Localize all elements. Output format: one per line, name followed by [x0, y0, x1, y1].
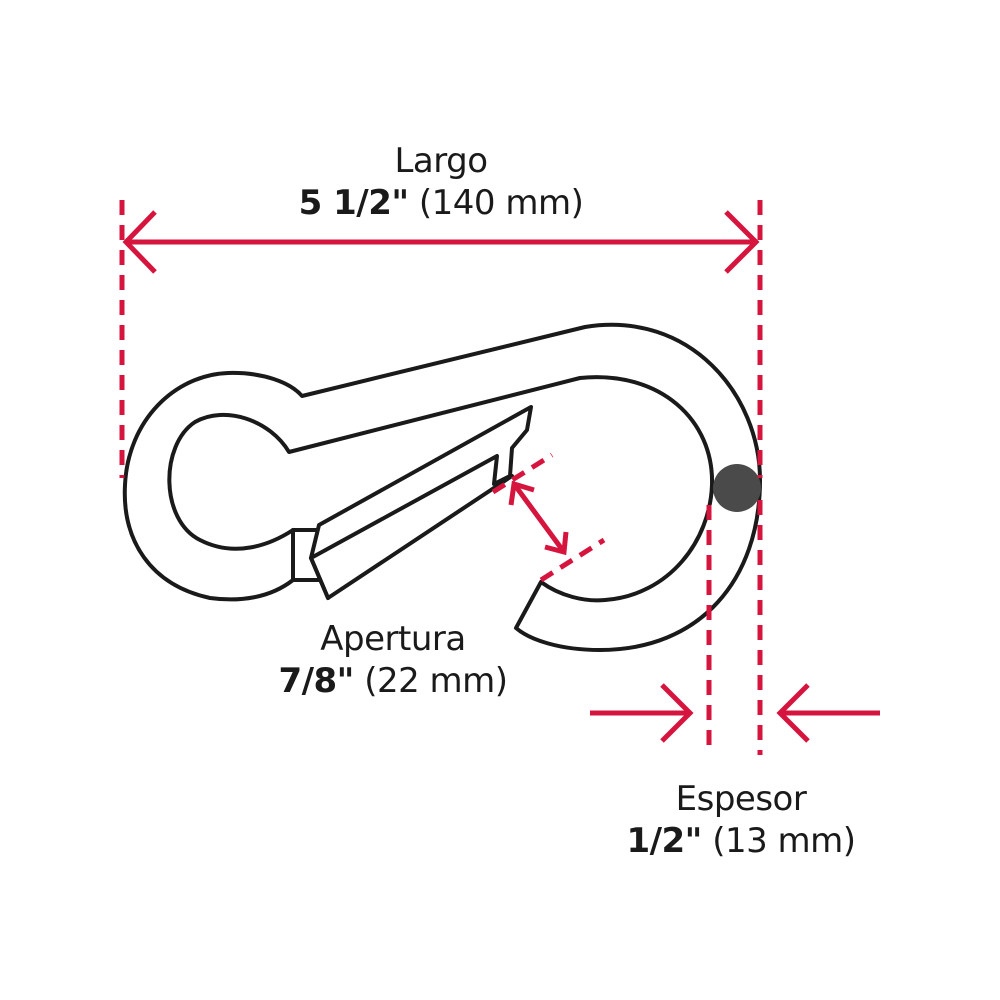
apertura-lower-extension-line — [539, 537, 606, 583]
apertura-upper-arrowhead — [508, 480, 535, 506]
apertura-value: 7/8" (22 mm) — [278, 660, 508, 702]
largo-value: 5 1/2" (140 mm) — [299, 182, 584, 224]
snap-hook-body — [122, 322, 762, 652]
hook-outline — [122, 322, 762, 652]
largo-left-arrowhead — [122, 210, 157, 274]
largo-imperial: 5 1/2" — [298, 183, 409, 223]
largo-metric: (140 mm) — [418, 183, 584, 223]
espesor-value: 1/2" (13 mm) — [626, 820, 856, 862]
espesor-right-arrowhead — [776, 683, 810, 743]
apertura-upper-extension-line — [491, 452, 554, 495]
apertura-metric: (22 mm) — [364, 661, 508, 701]
apertura-dimension — [491, 452, 606, 583]
espesor-name: Espesor — [675, 779, 807, 819]
apertura-dimension-line — [511, 482, 567, 554]
largo-name: Largo — [394, 141, 488, 181]
largo-label: Largo 5 1/2" (140 mm) — [299, 140, 584, 224]
espesor-dimension — [590, 500, 880, 755]
espesor-metric: (13 mm) — [712, 821, 856, 861]
largo-right-arrowhead — [724, 210, 760, 274]
espesor-left-arrowhead — [660, 683, 694, 743]
espesor-label: Espesor 1/2" (13 mm) — [626, 778, 856, 862]
wire-cross-section — [713, 464, 761, 512]
apertura-lower-arrowhead — [544, 531, 569, 556]
apertura-imperial: 7/8" — [278, 661, 354, 701]
apertura-name: Apertura — [320, 619, 466, 659]
apertura-label: Apertura 7/8" (22 mm) — [278, 618, 508, 702]
gate-end — [309, 556, 330, 600]
espesor-imperial: 1/2" — [626, 821, 702, 861]
largo-dimension — [119, 200, 763, 478]
